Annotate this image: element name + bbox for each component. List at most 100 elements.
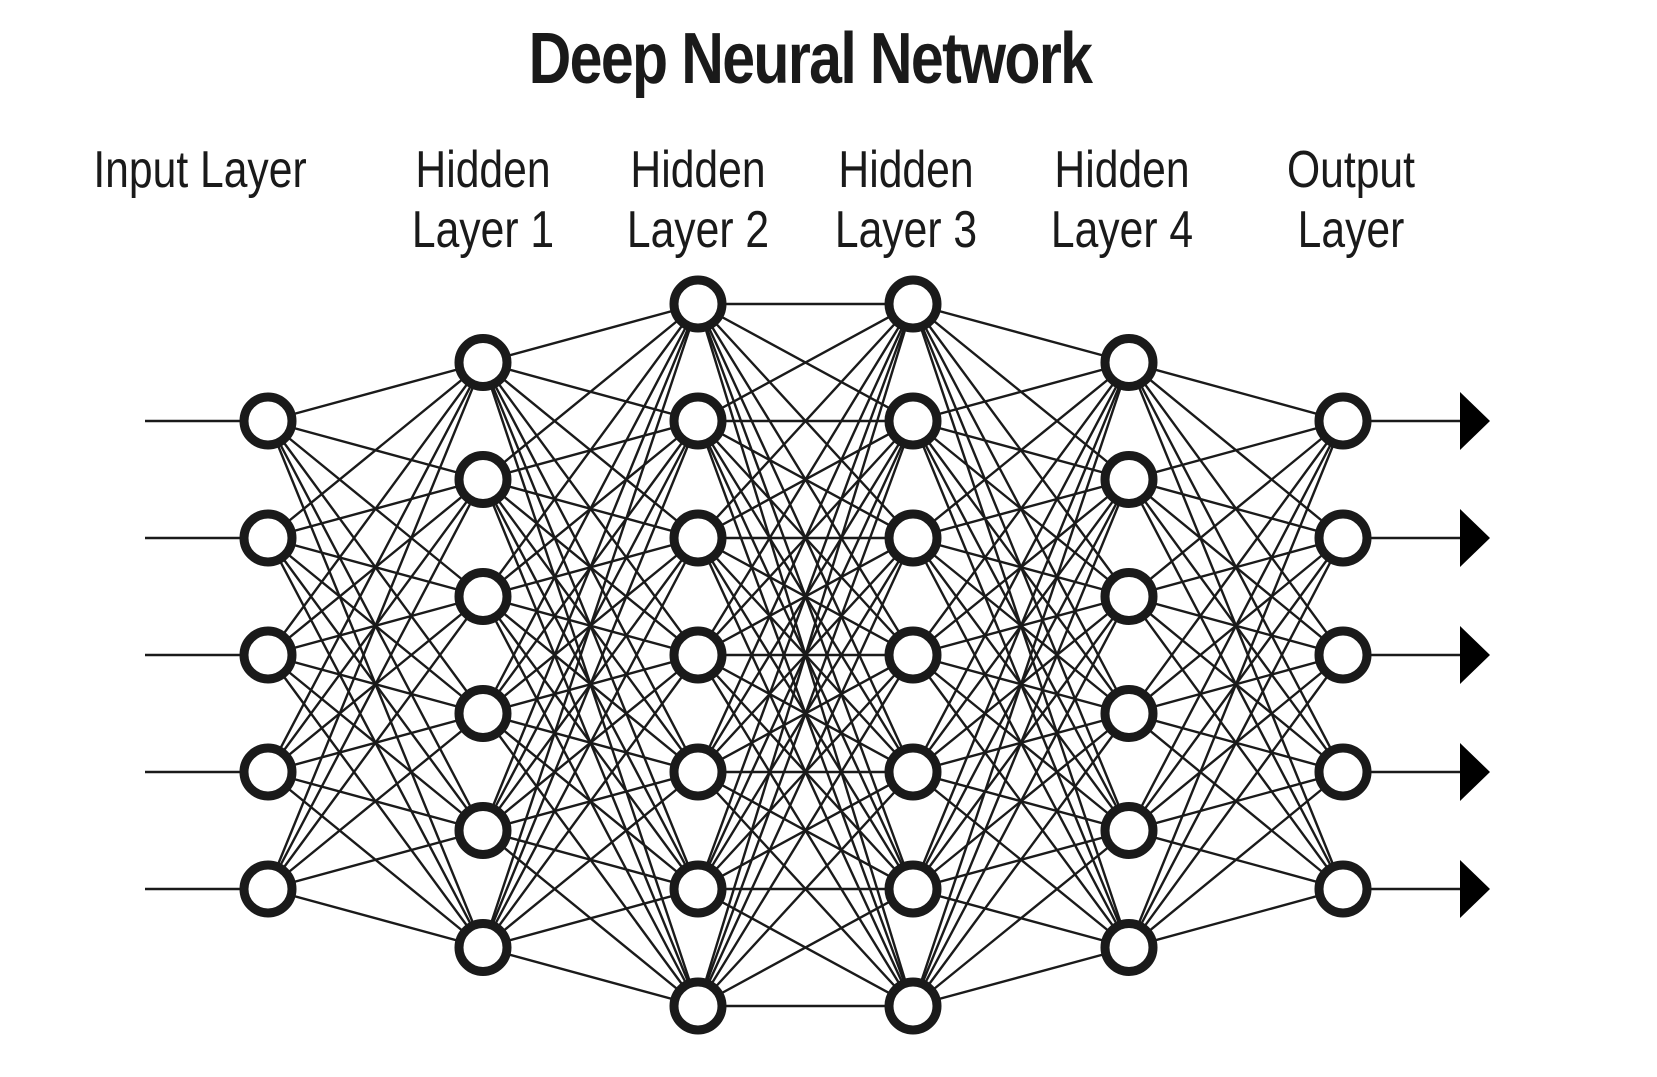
connection-edge [912, 361, 1130, 656]
layer-label-line: Layer 4 [1050, 201, 1194, 259]
connection-edge [912, 829, 1130, 1007]
neuron-node-output [1314, 509, 1372, 567]
layer-label-line: Layer 1 [411, 201, 555, 259]
neuron-node-input [239, 509, 297, 567]
layer-label-hidden4: Hidden Layer 4 [1040, 140, 1204, 260]
layer-label-line: Layer 3 [834, 201, 978, 259]
connection-edge [1128, 771, 1344, 949]
connection-edge [696, 303, 915, 1007]
layer-label-hidden2: Hidden Layer 2 [616, 140, 780, 260]
neuron-node-output [1314, 626, 1372, 684]
connection-edge [696, 537, 915, 1007]
connection-edge [911, 362, 1131, 1007]
neuron-node-hidden3 [884, 626, 942, 684]
connection-edge [482, 887, 699, 949]
connection-edge [482, 303, 699, 598]
neuron-node-hidden4 [1100, 451, 1158, 508]
neuron-node-hidden3 [884, 275, 942, 333]
connection-edge [267, 595, 484, 890]
connection-edge [482, 771, 699, 949]
neuron-node-hidden4 [1100, 919, 1158, 976]
connection-edge [696, 303, 915, 773]
neuron-node-hidden1 [454, 451, 512, 508]
neurons [239, 275, 1372, 1035]
connection-edge [267, 361, 484, 423]
neuron-node-output [1314, 392, 1372, 450]
layer-label-hidden3: Hidden Layer 3 [824, 140, 988, 260]
connections [266, 302, 1345, 1008]
connection-edge [1128, 419, 1344, 481]
neuron-node-hidden3 [884, 392, 942, 450]
connection-edge [267, 712, 484, 890]
connection-edge [912, 302, 1130, 364]
connection-edge [912, 361, 1130, 423]
neuron-node-hidden4 [1100, 685, 1158, 742]
layer-label-output: Output Layer [1269, 140, 1433, 260]
neuron-node-hidden2 [669, 743, 727, 801]
connection-edge [696, 303, 915, 656]
connection-edge [481, 420, 700, 948]
connection-edge [1128, 654, 1344, 949]
connection-edge [481, 537, 700, 949]
neuron-node-output [1314, 743, 1372, 801]
connection-edge [1127, 537, 1345, 949]
layer-label-line: Layer [1297, 201, 1405, 259]
connection-edge [482, 303, 699, 481]
connection-edge [481, 303, 700, 948]
connection-edge [697, 302, 914, 423]
arrowhead-icon [1460, 626, 1490, 684]
connection-edge [266, 361, 485, 773]
diagram-title: Deep Neural Network [528, 19, 1093, 99]
connection-edge [482, 302, 699, 364]
neuron-node-hidden3 [884, 509, 942, 567]
connection-edge [911, 361, 1131, 773]
neuron-node-hidden1 [454, 919, 512, 976]
layer-label-input: Input Layer [77, 140, 323, 200]
connection-edge [696, 303, 915, 890]
layer-label-line: Hidden [630, 141, 766, 199]
layer-label-line: Hidden [1054, 141, 1190, 199]
connection-edge [1128, 887, 1344, 949]
connection-edge [697, 887, 914, 1008]
neuron-node-input [239, 743, 297, 801]
connection-edge [1127, 420, 1345, 832]
neuron-node-hidden1 [454, 334, 512, 391]
connection-edge [482, 946, 699, 1008]
neuron-node-hidden2 [669, 509, 727, 567]
connection-edge [267, 887, 484, 949]
connection-edge [267, 361, 484, 539]
neuron-node-hidden2 [669, 626, 727, 684]
neuron-node-output [1314, 860, 1372, 918]
neuron-node-hidden3 [884, 743, 942, 801]
connection-edge [266, 362, 485, 890]
connection-edge [1127, 420, 1345, 948]
arrowhead-icon [1460, 509, 1490, 567]
connection-edge [267, 361, 484, 656]
neuron-node-hidden2 [669, 860, 727, 918]
neuron-node-hidden2 [669, 275, 727, 333]
layer-label-line: Hidden [838, 141, 974, 199]
neuron-node-hidden1 [454, 802, 512, 859]
connection-edge [697, 771, 914, 1007]
connection-edge [481, 303, 700, 715]
neuron-node-input [239, 392, 297, 450]
connection-edge [697, 303, 914, 539]
neuron-node-hidden1 [454, 568, 512, 625]
connection-edge [696, 654, 915, 1007]
arrowhead-icon [1460, 392, 1490, 450]
connection-edge [912, 946, 1130, 1008]
connection-edge [911, 479, 1131, 1007]
layer-label-line: Layer 2 [626, 201, 770, 259]
connection-edge [266, 478, 485, 890]
neuron-node-hidden1 [454, 685, 512, 742]
layer-label-hidden1: Hidden Layer 1 [401, 140, 565, 260]
neuron-node-hidden4 [1100, 334, 1158, 391]
connection-edge [912, 361, 1130, 539]
neuron-node-hidden2 [669, 977, 727, 1035]
neuron-node-hidden3 [884, 977, 942, 1035]
connection-edge [267, 829, 484, 891]
layer-label-line: Input Layer [93, 141, 307, 199]
neuron-node-hidden3 [884, 860, 942, 918]
arrowhead-icon [1460, 860, 1490, 918]
